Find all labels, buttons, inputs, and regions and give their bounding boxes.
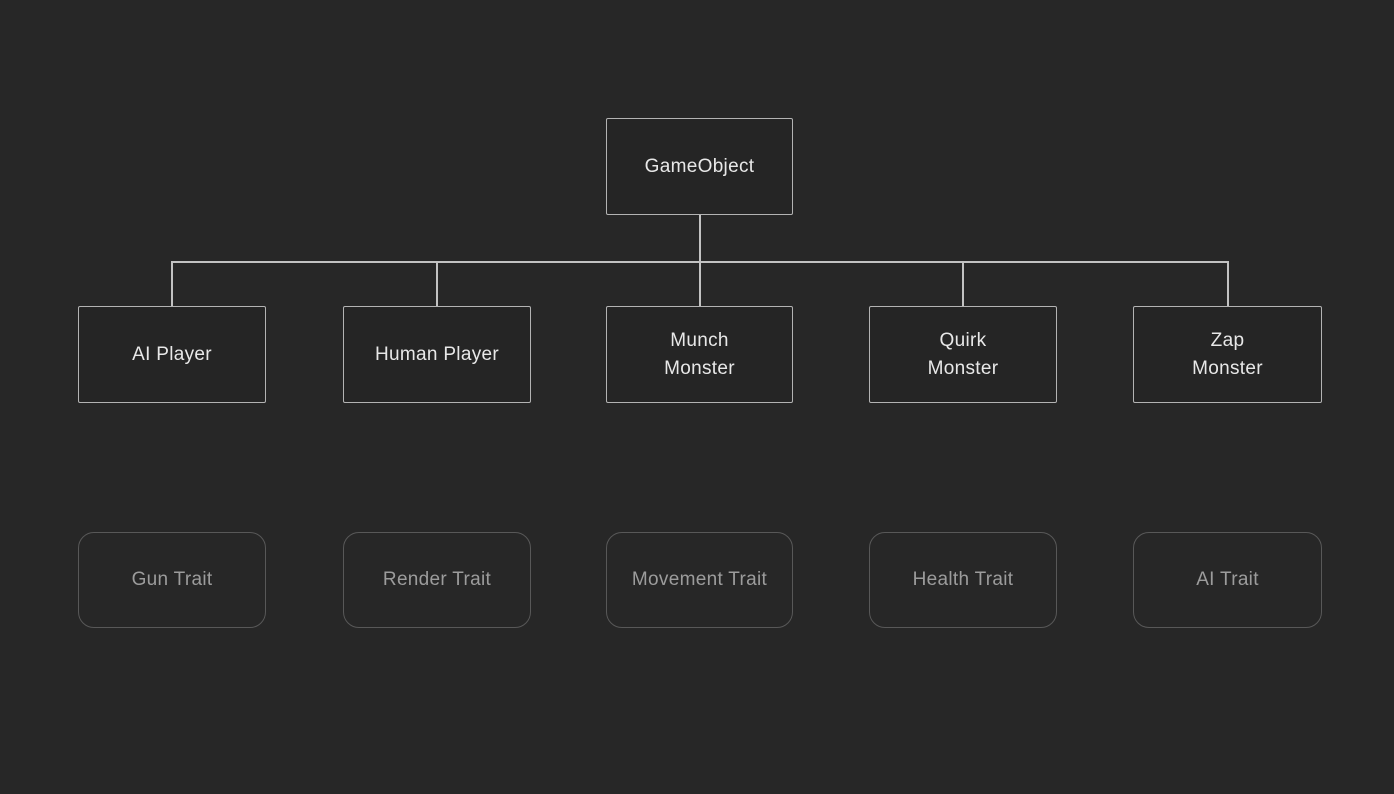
node-health-trait: Health Trait [869, 532, 1057, 628]
node-movement-trait-label: Movement Trait [631, 569, 768, 590]
node-zap-monster: Zap Monster [1133, 306, 1322, 403]
node-gameobject: GameObject [606, 118, 793, 215]
node-ai-trait: AI Trait [1133, 532, 1322, 628]
connector-root-stem [699, 215, 701, 262]
connector-stub-human-player [436, 261, 438, 306]
node-zap-monster-label: Zap Monster [1192, 329, 1263, 379]
node-ai-trait-label: AI Trait [1196, 569, 1259, 590]
node-human-player-label: Human Player [375, 343, 499, 365]
connector-stub-ai-player [171, 261, 173, 306]
node-render-trait: Render Trait [343, 532, 531, 628]
node-human-player: Human Player [343, 306, 531, 403]
connector-stub-zap-monster [1227, 261, 1229, 306]
node-gameobject-label: GameObject [644, 155, 755, 177]
node-ai-player-label: AI Player [132, 343, 212, 365]
node-gun-trait: Gun Trait [78, 532, 266, 628]
node-ai-player: AI Player [78, 306, 266, 403]
node-gun-trait-label: Gun Trait [131, 569, 213, 590]
node-movement-trait: Movement Trait [606, 532, 793, 628]
node-quirk-monster: Quirk Monster [869, 306, 1057, 403]
node-munch-monster-label: Munch Monster [664, 329, 735, 379]
node-munch-monster: Munch Monster [606, 306, 793, 403]
node-quirk-monster-label: Quirk Monster [927, 329, 999, 379]
node-render-trait-label: Render Trait [382, 569, 492, 590]
connector-stub-quirk-monster [962, 261, 964, 306]
node-health-trait-label: Health Trait [912, 569, 1014, 590]
connector-stub-munch-monster [699, 261, 701, 306]
